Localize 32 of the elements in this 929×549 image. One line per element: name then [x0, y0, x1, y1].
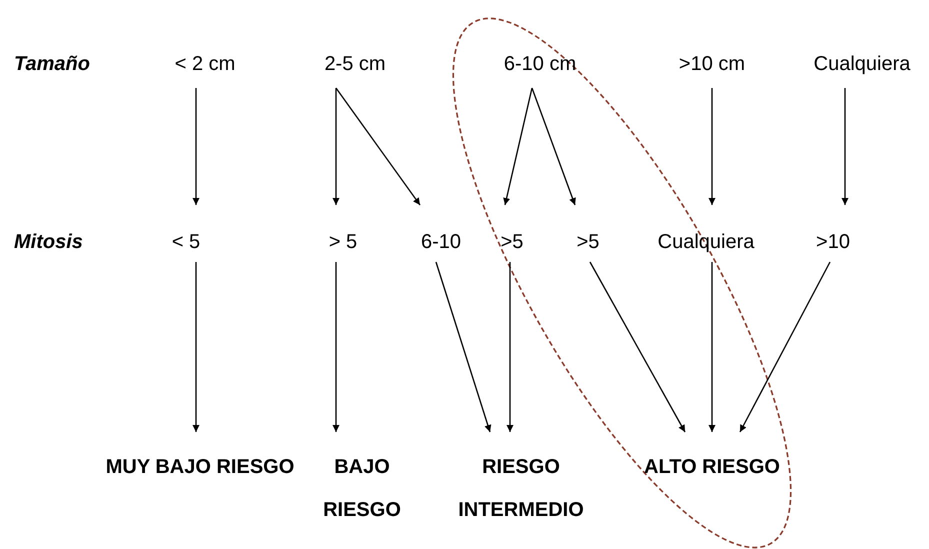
arrow [332, 262, 340, 432]
arrow [708, 262, 716, 432]
criterion-label: >5 [576, 205, 600, 262]
criterion-label: < 2 cm [174, 48, 236, 88]
criterion-label: 6-10 [420, 205, 462, 262]
row-label: Tamaño [14, 52, 90, 76]
arrow [192, 262, 200, 432]
arrow [842, 88, 848, 205]
risk-category-label: MUY BAJO RIESGO [105, 432, 295, 489]
risk-category-label: ALTO RIESGO [617, 432, 807, 489]
criterion-label: Cualquiera [814, 48, 910, 88]
risk-category-label: RIESGO INTERMEDIO [434, 432, 608, 532]
arrow [739, 262, 831, 432]
criterion-label: < 5 [172, 205, 200, 262]
criterion-label: > 5 [328, 205, 358, 262]
criterion-label: 2-5 cm [324, 48, 386, 88]
risk-category-label: BAJO RIESGO [307, 432, 417, 532]
criterion-label: >5 [500, 205, 524, 262]
arrow [589, 262, 686, 432]
criterion-label: >10 [816, 205, 850, 262]
criterion-label: 6-10 cm [504, 48, 576, 88]
arrow [503, 88, 533, 206]
arrow [506, 262, 514, 432]
arrow [531, 88, 576, 206]
row-label: Mitosis [14, 230, 83, 254]
arrow [708, 88, 716, 205]
arrow [332, 88, 340, 205]
arrow [435, 262, 492, 432]
arrow [192, 88, 200, 205]
arrow [335, 88, 421, 206]
criterion-label: >10 cm [678, 48, 746, 88]
criterion-label: Cualquiera [658, 205, 754, 262]
